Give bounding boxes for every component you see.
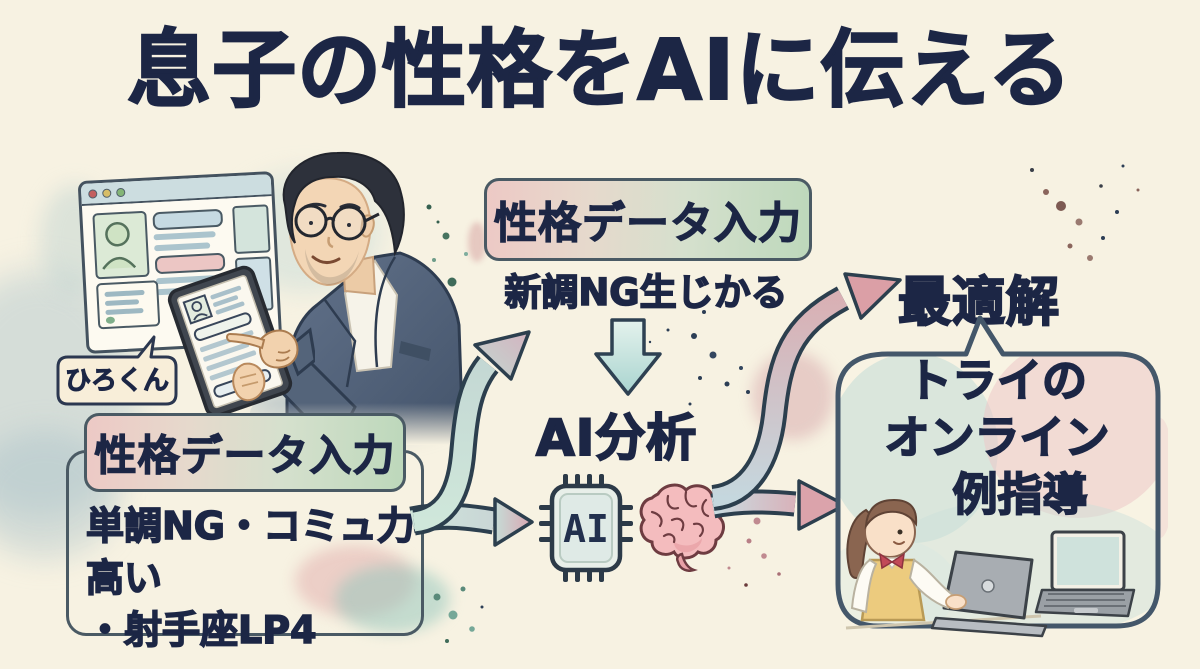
profile-avatar-box — [92, 210, 150, 280]
father-illustration — [225, 151, 465, 445]
output-line-3: 例指導 — [952, 467, 1089, 522]
tablet-illustration — [167, 265, 315, 418]
minimize-dot-icon — [102, 188, 112, 198]
ai-analysis-label: AI分析 — [535, 408, 698, 468]
close-dot-icon — [88, 188, 98, 199]
text-line — [153, 231, 216, 241]
output-line-1: トライの — [906, 353, 1088, 408]
output-line-2: オンライン — [884, 410, 1111, 465]
green-dot — [105, 316, 116, 324]
holding-hand — [232, 362, 266, 402]
girl-body — [850, 552, 967, 622]
text-line — [152, 208, 224, 231]
right-arrow-icon — [493, 497, 534, 547]
personality-input-lines: 単調NG・コミュ力高い ・射手座LP4 — [85, 500, 426, 656]
page-title: 息子の性格をAIに伝える — [126, 21, 1073, 119]
girl-illustration — [845, 498, 1136, 638]
input-line-2: ・射手座LP4 — [85, 607, 317, 653]
cuff — [286, 327, 315, 377]
smile — [311, 255, 341, 264]
person-icon — [102, 221, 137, 270]
curve-to-result-arrow-icon — [843, 272, 902, 320]
left-arrows — [409, 330, 534, 547]
browser-window-illustration — [77, 170, 283, 355]
hair — [282, 151, 405, 257]
down-arrow-icon — [594, 318, 662, 396]
text-line — [154, 242, 211, 252]
input-line-1: 単調NG・コミュ力高い — [85, 503, 416, 601]
stubble — [305, 249, 359, 285]
ai-chip-icon: AI — [539, 474, 633, 582]
maximize-dot-icon — [116, 187, 126, 197]
personality-note: 新調NG生じかる — [504, 270, 789, 315]
output-box-text: トライの オンライン 例指導 — [858, 352, 1136, 523]
bow-icon — [879, 552, 905, 570]
pointing-hand — [226, 329, 299, 369]
girl-hair — [864, 498, 918, 530]
curved-up-arrow-icon — [473, 330, 531, 381]
pocket — [399, 341, 431, 361]
personality-input-header-left: 性格データ入力 — [84, 413, 406, 492]
speech-bubble — [56, 335, 178, 406]
to-output-arrow-icon — [797, 479, 847, 531]
brain-icon — [639, 483, 725, 572]
chip-label: AI — [563, 507, 609, 551]
speech-bubble-label: ひろくん — [64, 366, 169, 397]
right-arrows — [710, 272, 902, 531]
laptop-icon — [1034, 530, 1136, 618]
personality-input-box-top: 性格データ入力 — [484, 178, 812, 261]
glasses-icon — [294, 204, 380, 241]
